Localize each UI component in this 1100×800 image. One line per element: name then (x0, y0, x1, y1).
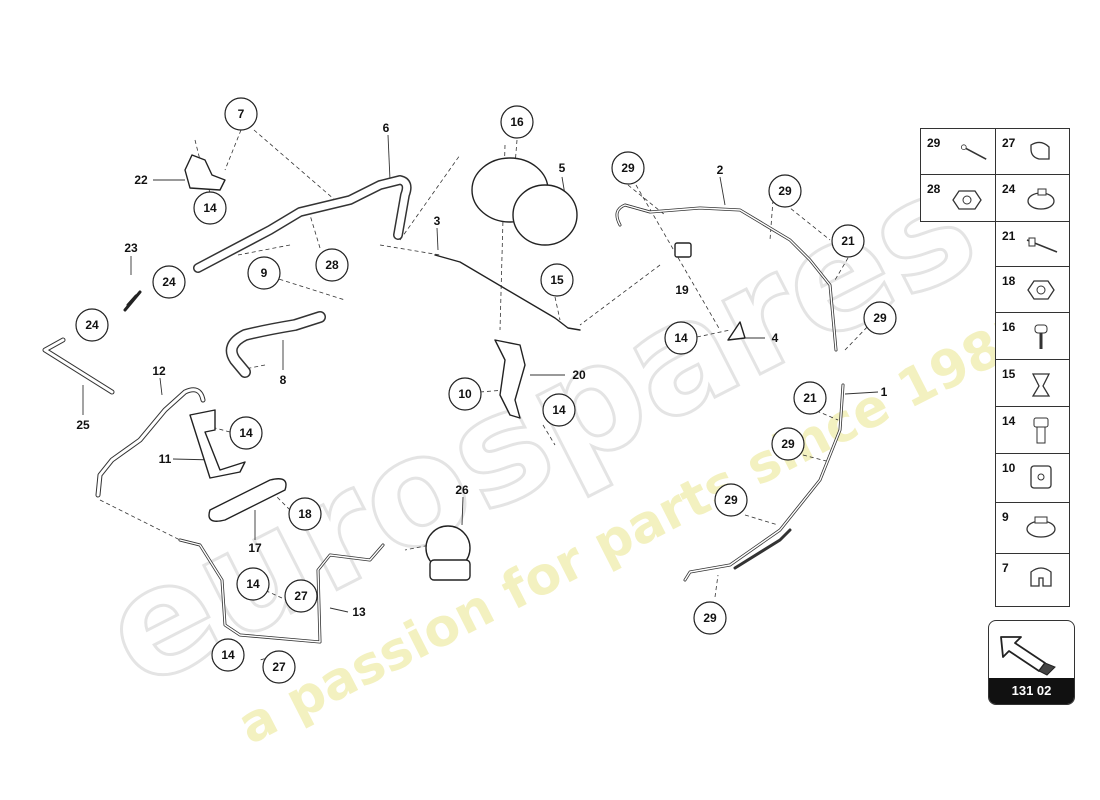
legend-number: 7 (1002, 561, 1009, 575)
hose-clamp-icon (1027, 188, 1055, 210)
callout-27: 27 (272, 660, 286, 674)
legend-item: 21 (995, 221, 1070, 267)
pipe-part-3 (434, 254, 581, 331)
legend-item: 28 (920, 174, 996, 222)
label-3: 3 (434, 214, 441, 228)
legend-number: 24 (1002, 182, 1016, 196)
cable-tie-icon (1026, 237, 1058, 253)
legend-item: 16 (995, 312, 1070, 360)
label-6: 6 (383, 121, 390, 135)
arrow-icon (1000, 636, 1056, 676)
plain-labels: 22 6 5 2 23 3 19 8 4 25 12 20 1 11 26 17… (76, 121, 887, 619)
bracket-part-22 (184, 154, 226, 191)
legend-item: 9 (995, 502, 1070, 554)
label-13: 13 (352, 605, 366, 619)
legend-number: 29 (927, 136, 941, 150)
solid-leaders (82, 134, 879, 613)
label-2: 2 (717, 163, 724, 177)
callout-18: 18 (298, 507, 312, 521)
callout-24: 24 (162, 275, 176, 289)
parts-drawings (42, 154, 845, 644)
legend-item: 18 (995, 266, 1070, 313)
hose-clip-icon (1030, 141, 1050, 160)
callout-28: 28 (325, 258, 339, 272)
callout-10: 10 (458, 387, 472, 401)
callout-14: 14 (203, 201, 217, 215)
filter-part-17 (208, 478, 287, 522)
legend-number: 14 (1002, 414, 1016, 428)
bracket-part-20 (494, 339, 526, 419)
bracket-icon (1030, 465, 1052, 489)
legend-item: 10 (995, 453, 1070, 503)
label-23: 23 (124, 241, 138, 255)
label-11: 11 (159, 452, 172, 466)
callout-21: 21 (803, 391, 817, 405)
legend-number: 28 (927, 182, 941, 196)
hose-part-12 (95, 387, 206, 498)
label-12: 12 (152, 364, 166, 378)
callout-14: 14 (674, 331, 688, 345)
legend-item: 7 (995, 553, 1070, 607)
label-17: 17 (248, 541, 262, 555)
nut-icon (952, 190, 982, 210)
valve-part-19 (674, 242, 692, 258)
legend-number: 21 (1002, 229, 1016, 243)
callout-29: 29 (781, 437, 795, 451)
legend-number: 10 (1002, 461, 1016, 475)
legend-number: 27 (1002, 136, 1016, 150)
label-25: 25 (76, 418, 90, 432)
hex-nut-icon (1027, 280, 1055, 300)
parts-legend: 29 27 28 24 21 18 16 15 14 10 9 7 (920, 128, 1070, 608)
callout-labels: 7 14 16 29 29 24 9 28 15 21 24 14 29 10 … (85, 107, 887, 674)
spring-clip-icon (1030, 567, 1052, 587)
callout-29: 29 (778, 184, 792, 198)
bracket-part-11 (189, 409, 246, 479)
callout-14: 14 (246, 577, 260, 591)
screw-icon (1034, 324, 1048, 349)
legend-item: 24 (995, 174, 1070, 222)
callout-circles (75, 97, 897, 684)
callout-15: 15 (550, 273, 564, 287)
legend-number: 18 (1002, 274, 1016, 288)
callout-27: 27 (294, 589, 308, 603)
label-22: 22 (134, 173, 148, 187)
reference-code: 131 02 (989, 678, 1074, 704)
label-26: 26 (455, 483, 469, 497)
reference-box: 131 02 (988, 620, 1075, 705)
callout-9: 9 (261, 266, 268, 280)
band-clamp-icon (1026, 516, 1056, 538)
clip-part-4 (727, 321, 746, 341)
callout-16: 16 (510, 115, 524, 129)
legend-item: 29 (920, 128, 996, 175)
label-4: 4 (772, 331, 779, 345)
legend-number: 9 (1002, 510, 1009, 524)
label-1: 1 (881, 385, 888, 399)
callout-29: 29 (621, 161, 635, 175)
legend-item: 15 (995, 359, 1070, 407)
callout-14: 14 (552, 403, 566, 417)
legend-item: 27 (995, 128, 1070, 175)
label-20: 20 (572, 368, 586, 382)
callout-7: 7 (238, 107, 245, 121)
stud-part-23 (123, 290, 142, 312)
legend-number: 16 (1002, 320, 1016, 334)
clamp-strap-icon (961, 144, 987, 160)
legend-number: 15 (1002, 367, 1016, 381)
label-8: 8 (280, 373, 287, 387)
legend-item: 14 (995, 406, 1070, 454)
callout-29: 29 (724, 493, 738, 507)
callout-21: 21 (841, 234, 855, 248)
bolt-icon (1033, 417, 1049, 444)
label-5: 5 (559, 161, 566, 175)
callout-24: 24 (85, 318, 99, 332)
callout-14: 14 (239, 426, 253, 440)
callout-14: 14 (221, 648, 235, 662)
callout-29: 29 (873, 311, 887, 325)
clip-icon (1031, 373, 1051, 397)
callout-29: 29 (703, 611, 717, 625)
label-19: 19 (675, 283, 689, 297)
